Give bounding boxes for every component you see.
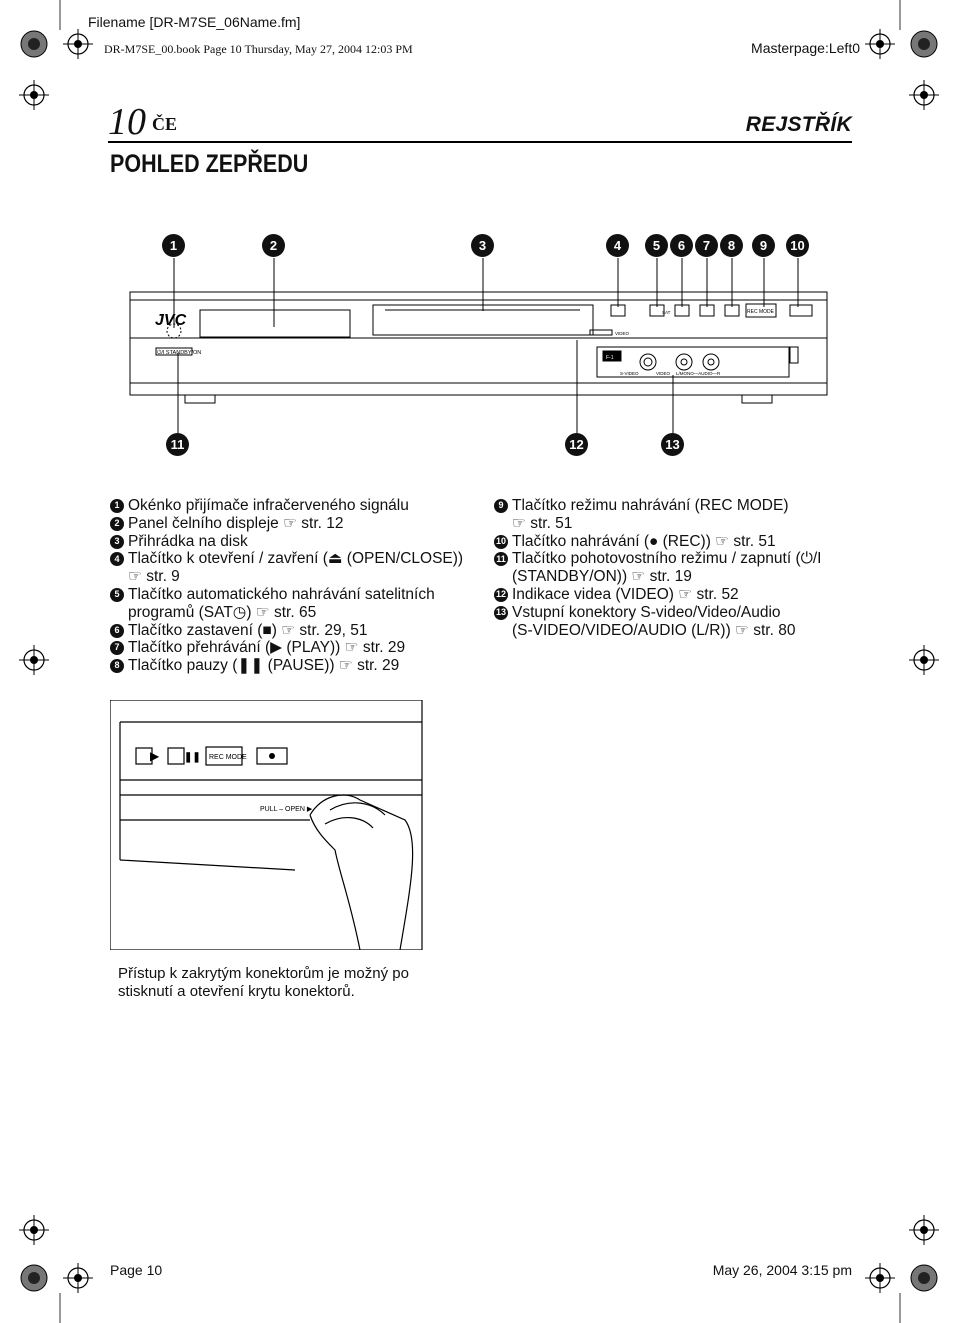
list-item-number: 8 (110, 659, 124, 674)
video-jack-label: VIDEO (656, 371, 671, 376)
footer-page: Page 10 (110, 1262, 163, 1278)
star-target-mark (20, 30, 48, 58)
list-item: 5 Tlačítko automatického nahrávání sateli… (110, 586, 490, 622)
list-item-number: 4 (110, 552, 124, 567)
callout-badge: 9 (752, 234, 775, 257)
callout-badge: 4 (606, 234, 629, 257)
crosshair-mark (864, 28, 896, 60)
callout-badge: 6 (670, 234, 693, 257)
list-item: 12 Indikace videa (VIDEO) ☞ str. 52 (494, 586, 854, 604)
standby-label: ⏻/I STANDBY/ON (157, 349, 201, 356)
dvd-recorder-front-illustration: JVC ⏻/I STANDBY/ON REC MODE VIDEO F-1 S-… (129, 258, 828, 433)
crosshair-mark (62, 28, 94, 60)
audio-label: L/MONO—AUDIO—R (676, 371, 721, 376)
list-item: 6 Tlačítko zastavení (■) ☞ str. 29, 51 (110, 622, 490, 640)
list-item-number: 13 (494, 605, 508, 620)
list-item-number: 3 (110, 534, 124, 549)
list-item-text: Tlačítko přehrávání (▶ (PLAY)) ☞ str. 29 (128, 639, 406, 657)
list-item-number: 6 (110, 623, 124, 638)
callout-badge: 7 (695, 234, 718, 257)
crosshair-mark (62, 1262, 94, 1294)
star-target-mark (20, 1264, 48, 1292)
header-filename: Filename [DR-M7SE_06Name.fm] (88, 14, 301, 30)
list-item: 2 Panel čelního displeje ☞ str. 12 (110, 515, 490, 533)
page-language: ČE (152, 114, 178, 134)
page-number: 10 (108, 101, 146, 143)
list-item: 8 Tlačítko pauzy (❚❚ (PAUSE)) ☞ str. 29 (110, 657, 490, 675)
list-item-number: 7 (110, 641, 124, 656)
callout-badge: 10 (786, 234, 809, 257)
callout-badge: 8 (720, 234, 743, 257)
list-item-text: Tlačítko režimu nahrávání (REC MODE) ☞ s… (512, 497, 789, 532)
list-item: 1 Okénko přijímače infračerveného signálu (110, 497, 490, 515)
crosshair-mark (908, 1214, 940, 1246)
header-book-info: DR-M7SE_00.book Page 10 Thursday, May 27… (104, 42, 413, 56)
list-item-text: Přihrádka na disk (128, 532, 248, 550)
list-item-text: Tlačítko pohotovostního režimu / zapnutí… (512, 550, 822, 586)
list-item-text: Tlačítko automatického nahrávání satelit… (128, 585, 435, 621)
list-item-text: Tlačítko k otevření / zavření (⏏ (OPEN/C… (128, 550, 464, 586)
list-item: 4 Tlačítko k otevření / zavření (⏏ (OPEN/… (110, 550, 490, 586)
list-item: 9 Tlačítko režimu nahrávání (REC MODE) ☞ … (494, 497, 854, 533)
callout-badge: 13 (661, 433, 684, 456)
star-target-mark (910, 30, 938, 58)
list-item-text: Panel čelního displeje ☞ str. 12 (128, 514, 344, 532)
callout-badge: 2 (262, 234, 285, 257)
callout-badge: 3 (471, 234, 494, 257)
list-item: 11 Tlačítko pohotovostního režimu / zapnu… (494, 550, 854, 586)
list-item: 13 Vstupní konektory S-video/Video/Audio … (494, 604, 854, 640)
svideo-label: S-VIDEO (620, 371, 639, 376)
callout-badge: 11 (166, 433, 189, 456)
list-item-text: Tlačítko pauzy (❚❚ (PAUSE)) ☞ str. 29 (128, 657, 400, 675)
list-item-text: Indikace videa (VIDEO) ☞ str. 52 (512, 585, 739, 603)
list-item-number: 11 (494, 552, 508, 567)
connector-cover-illustration: ▶ ❚❚ REC MODE PULL – OPEN ▶ (110, 700, 423, 950)
video-indicator-label: VIDEO (615, 331, 630, 336)
list-item-text: Okénko přijímače infračerveného signálu (128, 497, 409, 514)
page-title: POHLED ZEPŘEDU (110, 150, 309, 178)
footer-date: May 26, 2004 3:15 pm (712, 1262, 852, 1278)
pull-open-label: PULL – OPEN ▶ (260, 806, 313, 813)
section-title: REJSTŘÍK (745, 113, 852, 136)
feature-list-left: 1 Okénko přijímače infračerveného signálu… (110, 497, 490, 675)
list-item: 10 Tlačítko nahrávání (● (REC)) ☞ str. 51 (494, 533, 854, 551)
crosshair-mark (864, 1262, 896, 1294)
svg-text:❚❚: ❚❚ (184, 752, 201, 763)
list-item-number: 5 (110, 587, 124, 602)
crosshair-mark (18, 1214, 50, 1246)
list-item-number: 1 (110, 499, 124, 513)
callout-badge: 5 (645, 234, 668, 257)
list-item-number: 12 (494, 587, 508, 602)
crosshair-mark (18, 79, 50, 111)
callout-badge: 1 (162, 234, 185, 257)
list-item-text: Vstupní konektory S-video/Video/Audio (S… (512, 603, 796, 639)
list-item-text: Tlačítko zastavení (■) ☞ str. 29, 51 (128, 621, 368, 639)
list-item-number: 10 (494, 534, 508, 549)
brand-logo: JVC (155, 312, 187, 329)
callout-badge: 12 (565, 433, 588, 456)
header-rule (108, 141, 852, 143)
crosshair-mark (908, 79, 940, 111)
svg-text:▶: ▶ (150, 749, 160, 763)
header-masterpage: Masterpage:Left0 (751, 40, 860, 56)
crosshair-mark (908, 644, 940, 676)
list-item-number: 2 (110, 516, 124, 531)
crosshair-mark (18, 644, 50, 676)
list-item-number: 9 (494, 499, 508, 513)
f1-label: F-1 (606, 355, 614, 361)
list-item: 3 Přihrádka na disk (110, 533, 490, 551)
feature-list-right: 9 Tlačítko režimu nahrávání (REC MODE) ☞ … (494, 497, 854, 639)
rec-mode-label: REC MODE (747, 309, 775, 315)
inset-caption: Přístup k zakrytým konektorům je možný p… (118, 965, 409, 1000)
star-target-mark (910, 1264, 938, 1292)
sat-label: SAT (662, 310, 671, 315)
list-item: 7 Tlačítko přehrávání (▶ (PLAY)) ☞ str. 2… (110, 639, 490, 657)
list-item-text: Tlačítko nahrávání (● (REC)) ☞ str. 51 (512, 532, 776, 550)
inset-rec-mode-label: REC MODE (209, 754, 247, 761)
